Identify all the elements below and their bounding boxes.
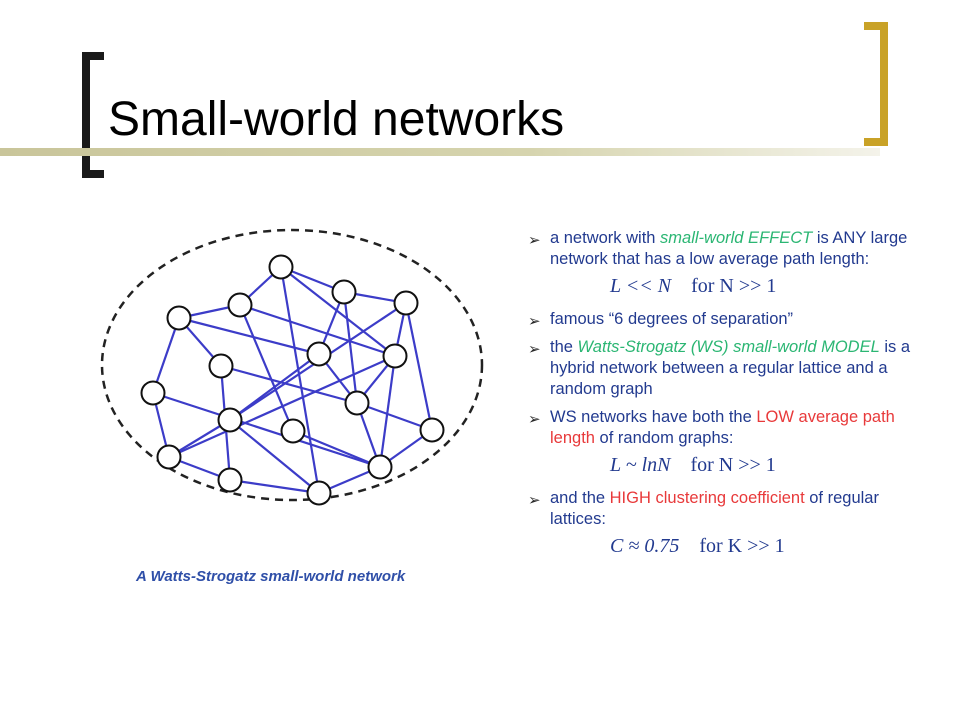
bullet-text: the	[550, 338, 578, 356]
network-edge	[151, 317, 181, 394]
network-node	[217, 407, 243, 433]
bullet-text: WS networks have both the	[550, 408, 757, 426]
network-edge	[239, 303, 396, 358]
arrowhead-bullet-icon: ➢	[528, 411, 541, 428]
bullet-text: of regular lattices:	[550, 489, 879, 528]
bullet-item: ➢ a network with small-world EFFECT is AN…	[526, 228, 926, 297]
network-node	[306, 341, 332, 367]
network-edge	[356, 401, 433, 432]
arrowhead-bullet-icon: ➢	[528, 313, 541, 330]
formula-condition: for N >> 1	[691, 275, 777, 297]
formula-expression: L << N	[610, 275, 672, 297]
network-edge	[178, 316, 320, 356]
network-edge	[152, 391, 381, 469]
network-edge	[168, 354, 396, 459]
network-edge	[229, 419, 320, 494]
bullet-text: is a hybrid network between a regular la…	[550, 338, 911, 398]
bullet-text: and the	[550, 489, 610, 507]
network-edge	[238, 304, 295, 432]
network-edge	[404, 302, 434, 431]
formula: C ≈ 0.75 for K >> 1	[550, 536, 926, 557]
network-node	[419, 417, 445, 443]
formula-expression: L ~ lnN	[610, 454, 671, 476]
figure-caption: A Watts-Strogatz small-world network	[136, 568, 406, 585]
network-node	[393, 290, 419, 316]
network-edge	[342, 291, 359, 404]
network-edge	[280, 266, 396, 357]
network-node	[306, 480, 332, 506]
right-bracket-decoration	[864, 22, 888, 146]
network-node	[280, 418, 306, 444]
bullet-text: Watts-Strogatz (WS) small-world MODEL	[577, 338, 880, 356]
network-node	[217, 467, 243, 493]
network-edge	[229, 478, 320, 495]
formula: L ~ lnN for N >> 1	[550, 455, 926, 476]
bullet-list: ➢ a network with small-world EFFECT is AN…	[526, 228, 926, 569]
bullet-text: of random graphs:	[594, 429, 734, 447]
network-nodes	[140, 254, 445, 506]
network-node	[208, 353, 234, 379]
bullet-item: ➢ and the HIGH clustering coefficient of …	[526, 488, 926, 557]
small-world-network-diagram	[100, 228, 484, 506]
bullet-text: a network with	[550, 229, 661, 247]
bullet-text: small-world EFFECT	[660, 229, 813, 247]
network-node	[382, 343, 408, 369]
formula-condition: for N >> 1	[690, 454, 776, 476]
network-node	[344, 390, 370, 416]
network-node	[140, 380, 166, 406]
network-node	[268, 254, 294, 280]
network-edge	[279, 266, 321, 494]
slide-title: Small-world networks	[108, 93, 565, 146]
network-edge	[220, 364, 358, 405]
bullet-text: famous “6 degrees of separation”	[550, 310, 794, 328]
formula-expression: C ≈ 0.75	[610, 535, 680, 557]
left-bracket-decoration	[82, 52, 104, 178]
network-node	[367, 454, 393, 480]
network-boundary	[100, 228, 484, 502]
bullet-text: is ANY large network that has a low aver…	[550, 229, 908, 268]
bullet-text: LOW average path length	[550, 408, 895, 447]
bullet-item: ➢ the Watts-Strogatz (WS) small-world MOD…	[526, 337, 926, 400]
title-underline	[0, 148, 880, 156]
arrowhead-bullet-icon: ➢	[528, 232, 541, 249]
network-edge	[378, 355, 397, 468]
network-node	[331, 279, 357, 305]
network-edges	[151, 265, 434, 495]
network-node	[227, 292, 253, 318]
network-node	[156, 444, 182, 470]
formula: L << N for N >> 1	[550, 276, 926, 297]
bullet-text: HIGH clustering coefficient	[609, 489, 805, 507]
arrowhead-bullet-icon: ➢	[528, 341, 541, 358]
network-node	[166, 305, 192, 331]
formula-condition: for K >> 1	[699, 535, 785, 557]
network-edge	[229, 353, 320, 421]
network-edge	[292, 429, 381, 469]
arrowhead-bullet-icon: ➢	[528, 492, 541, 509]
bullet-item: ➢ famous “6 degrees of separation”	[526, 309, 926, 330]
bullet-item: ➢ WS networks have both the LOW average p…	[526, 407, 926, 476]
